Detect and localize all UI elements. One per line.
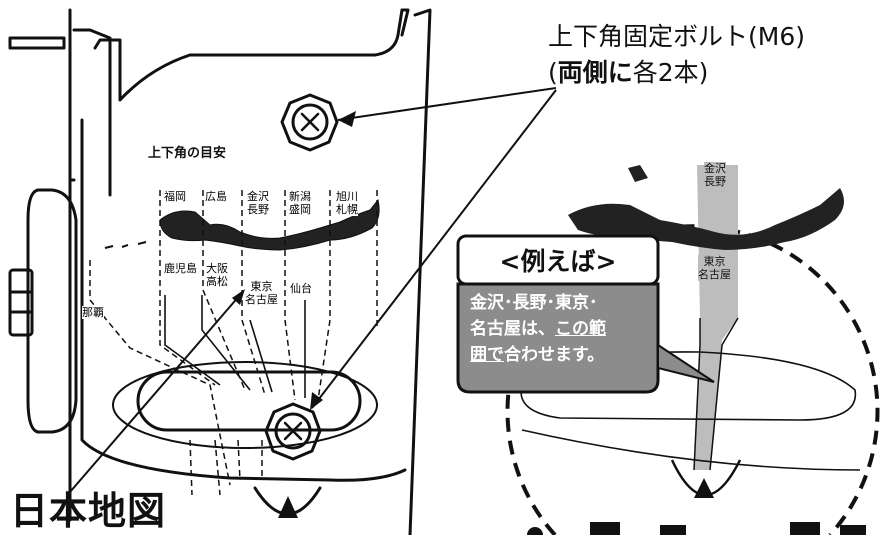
arrow-top-bolt: [338, 111, 356, 127]
guide-title: 上下角の目安: [148, 146, 227, 161]
city-label-asahikawa-sapporo: 旭川 札幌: [336, 190, 358, 216]
bracket-top: [8, 36, 66, 50]
zoom-label-tokyo-nagoya: 東京 名古屋: [698, 255, 731, 281]
example-body-box: [456, 282, 660, 394]
zoom-band: [694, 165, 738, 470]
knob-grip: [8, 290, 34, 314]
arrow-lower-bolt: [310, 392, 323, 410]
leader-map: [69, 294, 241, 493]
map-label: 日本地図: [10, 489, 167, 533]
example-title: <例えば>: [499, 247, 617, 276]
guide-line-asahikawa: [317, 190, 331, 401]
example-line-3: 囲で合わせます。: [470, 345, 605, 365]
bottom-arrow: [278, 496, 298, 518]
zoom-circle: [505, 224, 880, 535]
city-label-fukuoka: 福岡: [164, 190, 186, 203]
solid-line-a: [164, 295, 221, 386]
example-line-2: 名古屋は、この範: [470, 319, 606, 339]
guide-line-kanazawa: [241, 190, 266, 396]
zoom-label-kanazawa-nagano: 金沢 長野: [704, 162, 726, 188]
solid-line-c: [249, 319, 273, 393]
lower-bolt-cross: [283, 421, 303, 441]
zoom-arrow: [694, 478, 714, 498]
plate-right-edge: [400, 8, 432, 535]
bolt-title: 上下角固定ボルト(M6): [548, 22, 805, 51]
top-bolt-head: [291, 103, 329, 141]
city-label-kanazawa-nagano: 金沢 長野: [247, 190, 269, 216]
bottom-cropped-text: [527, 522, 866, 535]
outer-slot: [112, 361, 378, 449]
city-label-hiroshima: 広島: [205, 190, 227, 203]
bolt-note: (両側に各2本): [548, 58, 709, 87]
zoom-slot-lower: [521, 429, 861, 471]
top-bolt-hex: [280, 93, 339, 152]
inner-slot: [136, 370, 362, 432]
arrow-map: [232, 289, 245, 305]
left-knob: [8, 268, 34, 337]
left-handle: [26, 188, 78, 434]
city-label-kagoshima: 鹿児島: [164, 262, 197, 275]
city-label-naha: 那覇: [82, 306, 104, 319]
japan-map-small: [159, 198, 380, 251]
city-label-osaka-takamatsu: 大阪 高松: [206, 262, 228, 288]
solid-line-b: [201, 295, 251, 391]
lower-bolt-head: [274, 412, 312, 450]
zoom-band-edge: [693, 317, 739, 471]
example-line-1: 金沢･長野･東京･: [470, 293, 598, 313]
example-body: 金沢･長野･東京･ 名古屋は、この範 囲で合わせます。: [470, 290, 650, 368]
example-pointer: [657, 343, 715, 383]
lower-bolt-hex: [264, 402, 322, 461]
guide-line-niigata: [284, 190, 296, 401]
city-label-tokyo-nagoya: 東京 名古屋: [245, 280, 278, 306]
city-label-sendai: 仙台: [290, 282, 312, 295]
ryukyu-islands: [104, 241, 147, 249]
city-label-niigata-morioka: 新潟 盛岡: [289, 190, 311, 216]
guide-line-hiroshima: [202, 190, 246, 391]
guide-line-naha: [89, 260, 231, 486]
zoom-hokkaido-fragment: [628, 165, 648, 182]
mount-post: [68, 8, 112, 522]
leader-top-bolt: [337, 87, 557, 121]
guide-line-fukuoka: [159, 190, 216, 386]
top-bolt-cross: [300, 112, 320, 132]
leader-lower-bolt: [311, 89, 557, 409]
plate-top-edge: [93, 8, 404, 102]
plate-bottom-edge: [80, 118, 407, 482]
